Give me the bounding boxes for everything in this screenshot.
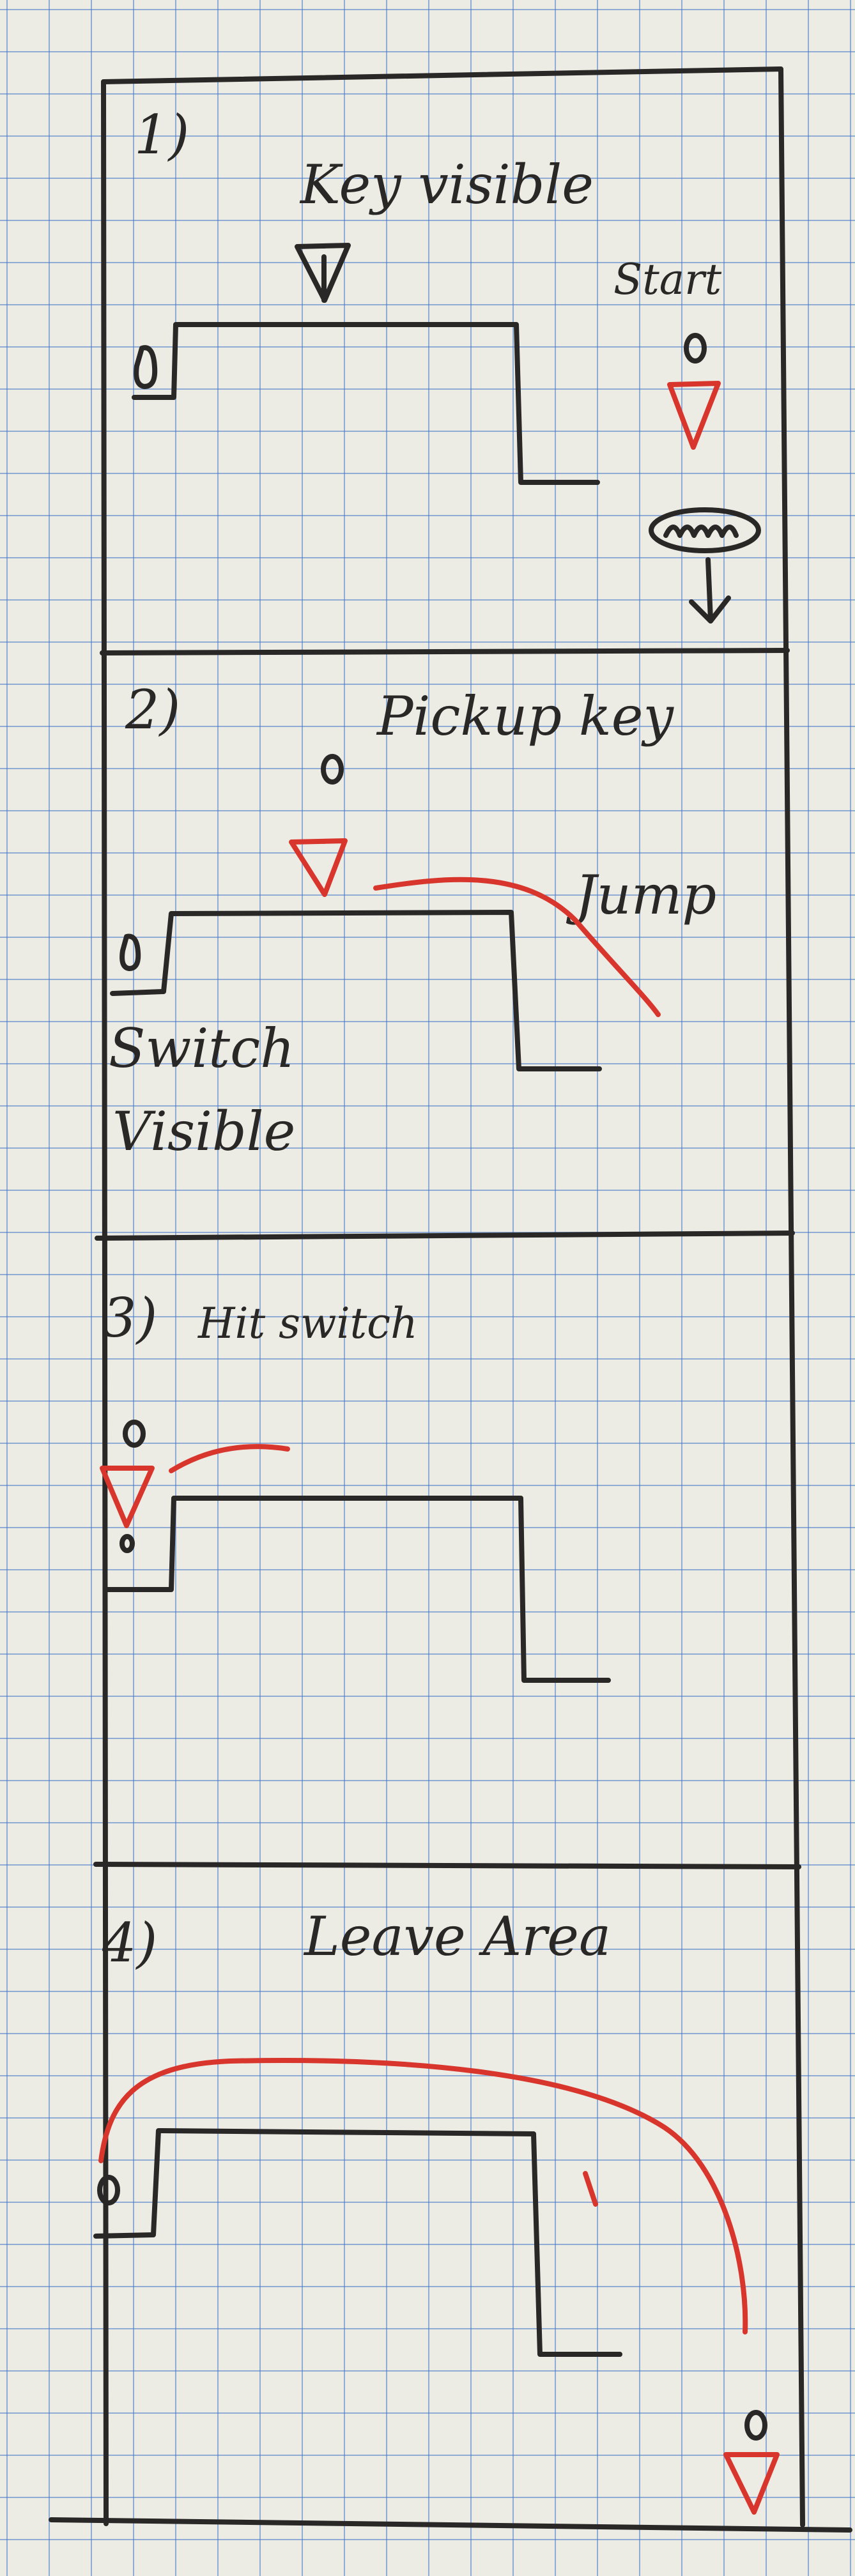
player-head bbox=[684, 333, 707, 364]
panel-1-number: 1) bbox=[134, 103, 189, 166]
player-marker bbox=[100, 1466, 155, 1528]
panel-2: 2) Pickup key Jump Switch Visible bbox=[109, 678, 716, 1163]
panel-2-caption: Pickup key bbox=[376, 685, 675, 747]
panel-3: 3) Hit switch bbox=[100, 1287, 611, 1683]
panel-2-status-line2: Visible bbox=[112, 1100, 295, 1163]
player-marker bbox=[723, 2452, 780, 2515]
switch-icon bbox=[119, 1534, 135, 1553]
panel-2-status-line1: Switch bbox=[109, 1017, 295, 1080]
panel-4: 4) Leave Area bbox=[93, 1905, 780, 2515]
goal-marker bbox=[97, 2175, 120, 2205]
panel-1-caption: Key visible bbox=[299, 153, 594, 216]
hit-trail bbox=[169, 1444, 290, 1473]
panel-4-caption: Leave Area bbox=[303, 1905, 611, 1968]
platform-outline bbox=[132, 322, 600, 485]
exit-path-tick bbox=[583, 2171, 598, 2207]
panel-1-note: Start bbox=[613, 255, 722, 304]
goal-marker bbox=[134, 345, 158, 389]
goal-marker bbox=[119, 933, 141, 971]
jump-path bbox=[373, 877, 661, 1017]
panel-2-note: Jump bbox=[566, 864, 716, 926]
panel-divider-1 bbox=[100, 648, 790, 656]
player-marker bbox=[289, 838, 348, 897]
panel-divider-3 bbox=[93, 1862, 801, 1869]
panel-2-number: 2) bbox=[125, 678, 180, 741]
storyboard-frame bbox=[49, 66, 852, 2533]
down-arrow-icon bbox=[689, 557, 731, 624]
exit-path bbox=[98, 2058, 748, 2334]
platform-outline bbox=[105, 1496, 611, 1683]
platform-outline bbox=[93, 2128, 622, 2357]
platform-outline bbox=[110, 910, 602, 1071]
panel-4-number: 4) bbox=[102, 1912, 157, 1974]
player-head bbox=[123, 1420, 146, 1448]
panel-3-caption: Hit switch bbox=[197, 1299, 418, 1348]
scribble-icon bbox=[649, 507, 761, 553]
panel-1: 1) Key visible Start bbox=[132, 103, 761, 624]
player-marker bbox=[667, 381, 721, 450]
panel-3-number: 3) bbox=[102, 1287, 157, 1349]
player-head bbox=[321, 754, 344, 785]
panel-divider-2 bbox=[95, 1230, 795, 1241]
key-icon bbox=[295, 243, 351, 303]
player-head bbox=[744, 2410, 767, 2441]
